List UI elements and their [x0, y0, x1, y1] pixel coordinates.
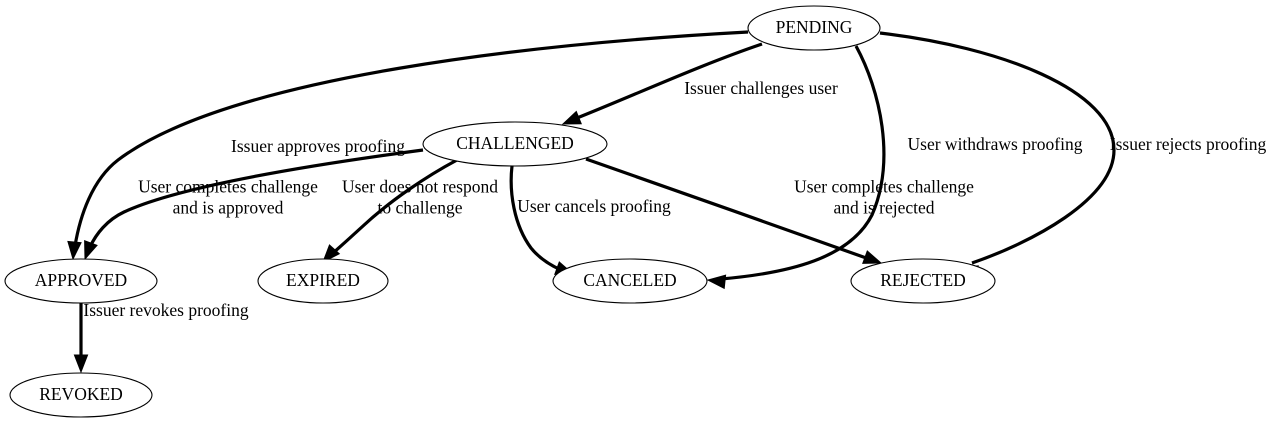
- node-rejected[interactable]: REJECTED: [850, 258, 996, 304]
- edge-label-pending-rejected: Issuer rejects proofing: [1110, 134, 1267, 154]
- edge-approved-revoked: [73, 303, 89, 374]
- arrowhead-challenged-expired: [322, 244, 341, 264]
- node-approved[interactable]: APPROVED: [4, 258, 158, 304]
- node-label-challenged: CHALLENGED: [456, 133, 574, 153]
- edge-label-line: User cancels proofing: [517, 196, 671, 216]
- edge-challenged-approved: [84, 148, 424, 261]
- node-ellipse-revoked: [9, 372, 153, 418]
- edge-pending-canceled: [706, 45, 886, 290]
- edge-label-line: User withdraws proofing: [908, 134, 1083, 154]
- arrowhead-challenged-rejected: [862, 250, 883, 264]
- edge-path-pending-canceled: [720, 45, 886, 281]
- edge-label-line: Issuer approves proofing: [231, 136, 405, 156]
- edge-pending-challenged: [561, 42, 763, 125]
- arrowhead-challenged-approved: [84, 240, 98, 261]
- edge-challenged-canceled: [509, 165, 575, 275]
- edge-label-line: Issuer revokes proofing: [83, 300, 248, 320]
- arrowhead-pending-canceled: [706, 274, 727, 290]
- node-canceled[interactable]: CANCELED: [552, 258, 708, 304]
- edge-path-pending-approved: [73, 30, 749, 247]
- edge-label-line: Issuer rejects proofing: [1110, 134, 1267, 154]
- node-ellipse-expired: [257, 258, 389, 304]
- node-ellipse-approved: [4, 258, 158, 304]
- edge-label-pending-canceled: User withdraws proofing: [908, 134, 1083, 154]
- node-challenged[interactable]: CHALLENGED: [422, 121, 608, 167]
- edge-label-line: and is approved: [173, 198, 284, 218]
- node-ellipse-canceled: [552, 258, 708, 304]
- edge-path-challenged-canceled: [509, 165, 562, 272]
- edge-pending-approved: [67, 30, 749, 261]
- arrowhead-approved-revoked: [73, 354, 89, 374]
- node-ellipse-pending: [747, 5, 881, 51]
- edge-challenged-expired: [322, 158, 458, 264]
- node-ellipse-rejected: [850, 258, 996, 304]
- edge-path-challenged-expired: [330, 158, 458, 256]
- node-label-revoked: REVOKED: [39, 384, 123, 404]
- edge-label-pending-challenged: Issuer challenges user: [684, 78, 838, 98]
- edge-challenged-rejected: [585, 157, 883, 264]
- edge-label-line: Issuer challenges user: [684, 78, 838, 98]
- node-pending[interactable]: PENDING: [747, 5, 881, 51]
- edge-label-pending-approved: Issuer approves proofing: [231, 136, 405, 156]
- edge-label-challenged-canceled: User cancels proofing: [517, 196, 671, 216]
- node-label-canceled: CANCELED: [583, 270, 676, 290]
- edge-label-line: and is rejected: [833, 198, 934, 218]
- edge-label-line: to challenge: [377, 198, 462, 218]
- edge-label-line: User completes challenge: [794, 177, 974, 197]
- node-revoked[interactable]: REVOKED: [9, 372, 153, 418]
- edge-pending-rejected: [879, 31, 1116, 280]
- nodes-layer: PENDING CHALLENGED APPROVED EXPIRED CANCELED…: [4, 5, 996, 418]
- edge-path-pending-challenged: [571, 42, 763, 122]
- edge-label-line: User does not respond: [342, 177, 498, 197]
- arrowhead-pending-challenged: [561, 110, 582, 125]
- edge-label-approved-revoked: Issuer revokes proofing: [83, 300, 248, 320]
- edge-label-line: User completes challenge: [138, 177, 318, 197]
- node-expired[interactable]: EXPIRED: [257, 258, 389, 304]
- node-label-pending: PENDING: [776, 17, 853, 37]
- node-ellipse-challenged: [422, 121, 608, 167]
- edge-path-challenged-approved: [88, 148, 424, 248]
- arrowhead-pending-approved: [67, 240, 82, 261]
- edge-path-challenged-rejected: [585, 157, 870, 261]
- node-label-expired: EXPIRED: [286, 270, 360, 290]
- node-label-rejected: REJECTED: [880, 270, 966, 290]
- node-label-approved: APPROVED: [35, 270, 127, 290]
- edge-path-pending-rejected: [879, 31, 1116, 265]
